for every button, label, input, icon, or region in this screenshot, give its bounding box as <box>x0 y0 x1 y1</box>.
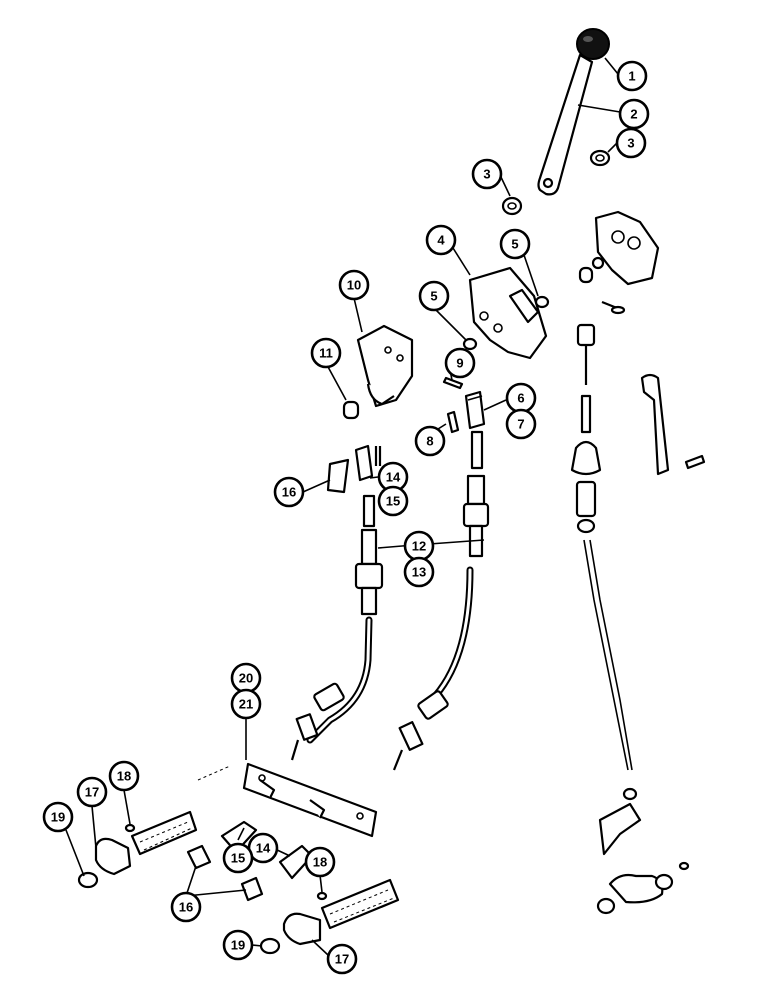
callout: 5 <box>499 228 531 260</box>
part-bushing <box>462 295 550 351</box>
callout: 1 <box>616 60 648 92</box>
svg-text:7: 7 <box>517 417 524 432</box>
part-shift-plate <box>468 266 548 360</box>
callout: 9 <box>444 347 476 379</box>
callout: 19 <box>42 801 74 833</box>
part-gate-plate <box>356 324 414 408</box>
svg-text:5: 5 <box>511 237 518 252</box>
svg-text:16: 16 <box>179 900 193 915</box>
svg-text:15: 15 <box>386 494 400 509</box>
callout: 8 <box>414 425 446 457</box>
callout: 16 <box>273 476 305 508</box>
callout: 15 <box>222 842 254 874</box>
callout: 6 <box>505 382 537 414</box>
callout: 7 <box>505 408 537 440</box>
svg-text:3: 3 <box>483 167 490 182</box>
callout: 17 <box>326 943 358 975</box>
callout: 18 <box>108 760 140 792</box>
leader-lines <box>65 57 621 956</box>
svg-text:21: 21 <box>239 697 253 712</box>
callout: 3 <box>471 158 503 190</box>
callout: 4 <box>425 224 457 256</box>
part-knob <box>576 28 610 60</box>
svg-text:2: 2 <box>630 107 637 122</box>
callout: 12 <box>403 530 435 562</box>
part-lever-arm <box>537 53 594 196</box>
callout: 13 <box>403 556 435 588</box>
callout: 17 <box>76 776 108 808</box>
part-block <box>464 390 486 430</box>
part-right-clevis <box>576 300 626 385</box>
svg-text:13: 13 <box>412 565 426 580</box>
part-left-clevis <box>326 444 382 494</box>
svg-text:6: 6 <box>517 391 524 406</box>
part-snap-ring <box>77 871 281 955</box>
svg-text:8: 8 <box>426 434 433 449</box>
callout: 15 <box>377 485 409 517</box>
svg-text:17: 17 <box>335 952 349 967</box>
svg-text:10: 10 <box>347 278 361 293</box>
svg-text:9: 9 <box>456 356 463 371</box>
svg-text:19: 19 <box>231 938 245 953</box>
svg-text:17: 17 <box>85 785 99 800</box>
svg-text:1: 1 <box>628 69 635 84</box>
svg-text:18: 18 <box>117 769 131 784</box>
callout: 20 <box>230 662 262 694</box>
callout: 2 <box>618 98 650 130</box>
part-shift-lever <box>94 837 322 946</box>
callout: 10 <box>338 269 370 301</box>
svg-text:15: 15 <box>231 851 245 866</box>
callout: 19 <box>222 929 254 961</box>
callout: 18 <box>304 846 336 878</box>
svg-text:11: 11 <box>319 346 333 361</box>
callout: 21 <box>230 688 262 720</box>
part-angle-bracket <box>640 373 706 476</box>
callout: 5 <box>418 280 450 312</box>
part-lock-nut <box>501 149 611 216</box>
part-key <box>124 823 328 901</box>
part-lower-right-linkage <box>596 787 690 915</box>
part-shaft <box>130 765 400 930</box>
part-right-rod-assembly <box>570 394 633 771</box>
part-mounting-bar <box>242 762 378 838</box>
part-gate-bracket <box>578 210 660 286</box>
svg-text:5: 5 <box>430 289 437 304</box>
svg-text:3: 3 <box>627 136 634 151</box>
svg-text:19: 19 <box>51 810 65 825</box>
part-left-cable <box>290 494 384 761</box>
callout: 3 <box>615 127 647 159</box>
svg-text:20: 20 <box>239 671 253 686</box>
svg-text:12: 12 <box>412 539 426 554</box>
part-spring-pin <box>442 376 464 390</box>
callout: 11 <box>310 337 342 369</box>
svg-text:14: 14 <box>256 841 271 856</box>
part-middle-cable <box>392 430 490 771</box>
callout: 16 <box>170 891 202 923</box>
svg-text:14: 14 <box>386 470 401 485</box>
svg-text:16: 16 <box>282 485 296 500</box>
part-sleeve <box>342 400 360 420</box>
svg-text:18: 18 <box>313 855 327 870</box>
svg-text:4: 4 <box>437 233 445 248</box>
part-pin <box>446 410 460 434</box>
